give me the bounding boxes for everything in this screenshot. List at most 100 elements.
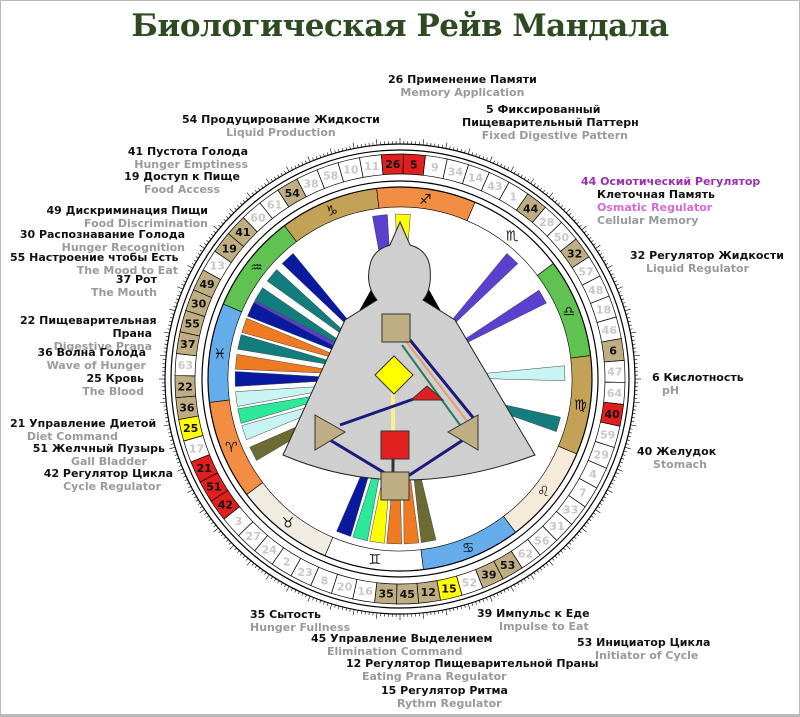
tick-mark — [573, 218, 577, 222]
gate-number-22: 22 — [177, 380, 192, 393]
tick-mark — [605, 263, 609, 266]
tick-mark — [503, 165, 506, 169]
tick-mark — [204, 243, 207, 246]
tick-mark — [599, 253, 603, 256]
tick-mark — [167, 428, 171, 430]
tick-mark — [624, 308, 631, 312]
tick-mark — [530, 178, 535, 184]
zodiac-glyph-capricorn: ♑ — [326, 203, 339, 219]
tick-mark — [257, 187, 261, 191]
tick-mark — [554, 199, 558, 203]
tick-mark — [631, 420, 635, 422]
zodiac-glyph-taurus: ♉ — [282, 515, 295, 531]
tick-mark — [548, 560, 554, 566]
tick-mark — [163, 331, 170, 334]
tick-mark — [583, 230, 587, 234]
gate-number-20: 20 — [337, 581, 353, 594]
tick-mark — [284, 170, 287, 174]
tick-mark — [601, 499, 605, 502]
gate-label-25: 25 Кровь The Blood — [82, 372, 144, 398]
gate-number-19: 19 — [222, 242, 237, 255]
tick-mark — [323, 601, 325, 605]
tick-mark — [456, 148, 459, 152]
tick-mark — [274, 578, 277, 582]
tick-mark — [315, 598, 318, 602]
tick-mark — [520, 580, 523, 584]
zodiac-glyph-sagittarius: ♐ — [419, 192, 432, 208]
gate-number-48: 48 — [588, 284, 603, 297]
tick-mark — [612, 276, 616, 279]
gate-number-7: 7 — [579, 486, 587, 499]
tick-mark — [187, 265, 193, 269]
gate-label-45: 45 Управление Выделением Elimination Com… — [311, 632, 493, 658]
gate-number-59: 59 — [600, 428, 615, 441]
gate-number-56: 56 — [534, 534, 550, 547]
gate-label-53: 53 Инициатор Цикла Initiator of Cycle — [577, 636, 711, 662]
tick-mark — [307, 156, 311, 163]
tick-mark — [184, 276, 188, 279]
tick-mark — [595, 244, 601, 249]
tick-mark — [565, 208, 571, 214]
tick-mark — [315, 156, 318, 160]
tick-mark — [187, 489, 193, 493]
tick-mark — [341, 148, 344, 152]
tick-mark — [628, 324, 632, 326]
tick-mark — [588, 236, 592, 240]
tick-mark — [633, 401, 640, 403]
tick-mark — [453, 147, 455, 151]
tick-mark — [163, 424, 170, 427]
gate-number-61: 61 — [267, 198, 282, 211]
tick-mark — [208, 518, 212, 522]
tick-mark — [536, 569, 539, 573]
gate-label-32: 32 Регулятор Жидкости Liquid Regulator — [630, 249, 785, 275]
tick-mark — [551, 557, 555, 561]
tick-mark — [208, 236, 212, 240]
tick-mark — [545, 192, 549, 196]
gate-number-33: 33 — [563, 504, 578, 517]
tick-mark — [177, 294, 181, 297]
tick-mark — [357, 144, 359, 148]
tick-mark — [510, 586, 514, 592]
tick-mark — [568, 213, 572, 216]
tick-mark — [607, 265, 613, 269]
tick-mark — [493, 594, 495, 598]
tick-mark — [475, 601, 477, 605]
tick-mark — [563, 207, 566, 211]
gate-label-26: 26 Применение Памяти Memory Application — [388, 73, 537, 99]
tick-mark — [270, 576, 273, 580]
gate-label-51: 51 Желчный Пузырь Gall Bladder — [32, 442, 165, 468]
gate-number-18: 18 — [596, 304, 611, 317]
tick-mark — [199, 249, 203, 252]
gate-number-55: 55 — [185, 318, 200, 331]
gate-label-5: 5 Фиксированный Пищеварительный Паттерн … — [462, 103, 639, 142]
bottom-border — [0, 714, 800, 717]
tick-mark — [625, 443, 629, 445]
tick-mark — [557, 552, 561, 556]
gate-number-64: 64 — [607, 387, 623, 400]
tick-mark — [627, 435, 631, 438]
tick-mark — [338, 605, 340, 609]
tick-mark — [352, 609, 355, 616]
tick-mark — [239, 202, 243, 206]
tick-mark — [557, 202, 561, 206]
tick-mark — [297, 163, 300, 167]
tick-mark — [489, 595, 493, 602]
tick-mark — [618, 465, 622, 467]
tick-mark — [257, 567, 261, 571]
gate-number-10: 10 — [343, 164, 359, 177]
tick-mark — [206, 240, 210, 243]
tick-mark — [242, 199, 246, 203]
tick-mark — [554, 555, 558, 559]
gate-number-2: 2 — [283, 556, 291, 569]
gate-number-46: 46 — [602, 324, 618, 337]
tick-mark — [177, 461, 181, 464]
tick-mark — [482, 598, 485, 602]
gate-number-50: 50 — [554, 231, 570, 244]
tick-mark — [220, 221, 224, 225]
tick-mark — [290, 167, 293, 171]
tick-mark — [220, 533, 224, 537]
tick-mark — [246, 192, 252, 198]
tick-mark — [475, 153, 477, 157]
gate-number-29: 29 — [594, 449, 609, 462]
gate-number-30: 30 — [191, 297, 207, 310]
